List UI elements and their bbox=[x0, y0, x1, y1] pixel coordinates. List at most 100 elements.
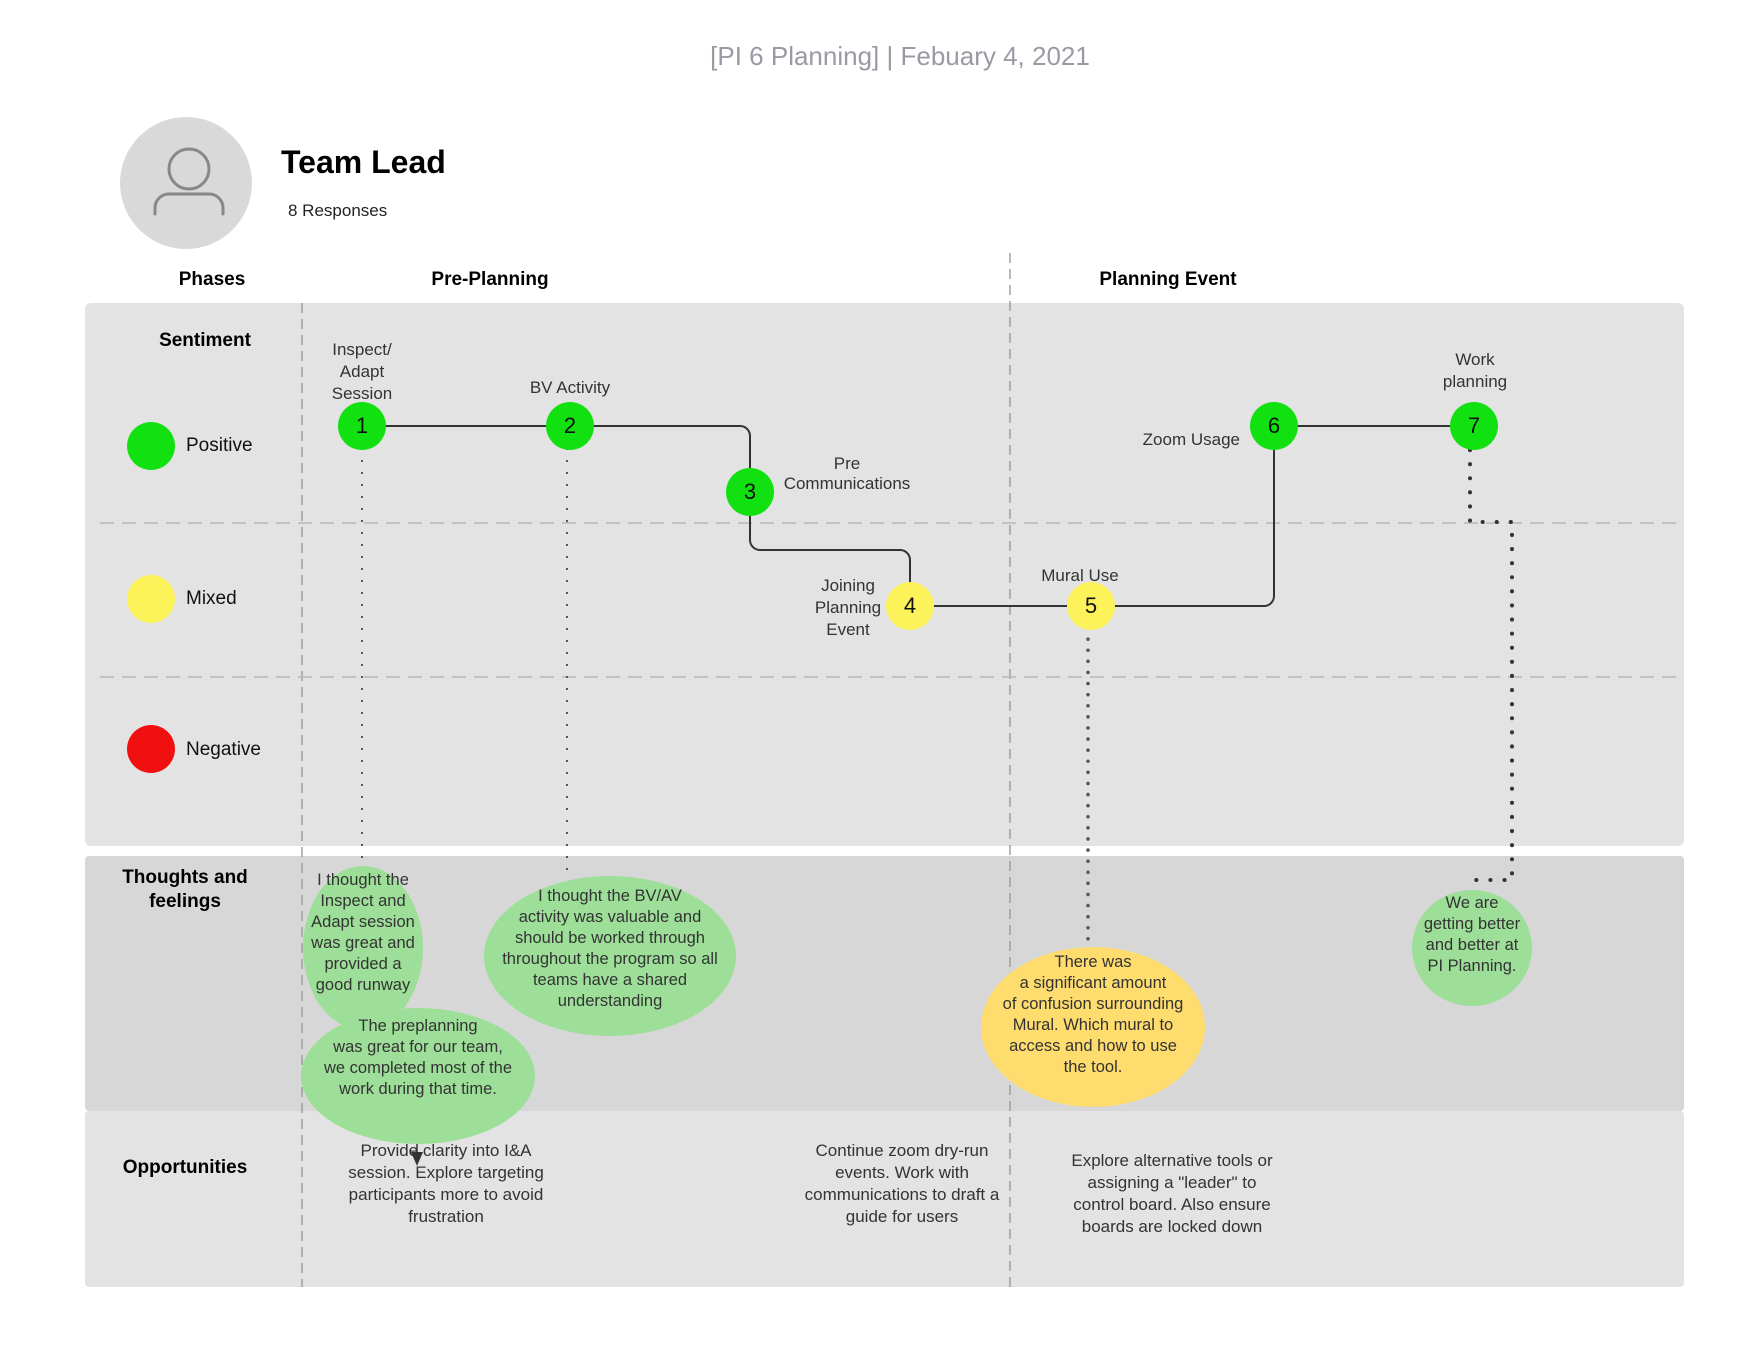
step-7-label: planning bbox=[1443, 372, 1507, 391]
thought-bubble-text: and better at bbox=[1426, 936, 1519, 954]
thought-bubble-shape bbox=[301, 1008, 535, 1144]
step-1-number: 1 bbox=[356, 413, 368, 438]
leader-line-7 bbox=[1468, 448, 1514, 882]
thought-bubble-text: I thought the BV/AV bbox=[538, 887, 682, 905]
thought-bubble-text: PI Planning. bbox=[1428, 957, 1517, 975]
step-3-label: Communications bbox=[784, 474, 911, 493]
thought-bubble-text: throughout the program so all bbox=[502, 950, 718, 968]
legend-mixed-label: Mixed bbox=[186, 588, 237, 609]
step-5: 5 Mural Use bbox=[1041, 566, 1119, 630]
step-1-label: Session bbox=[332, 384, 392, 403]
thought-bubble-text: we completed most of the bbox=[323, 1059, 512, 1077]
step-1-label: Adapt bbox=[340, 362, 385, 381]
step-7-label: Work bbox=[1455, 350, 1495, 369]
thought-bubble-text: of confusion surrounding bbox=[1003, 995, 1184, 1013]
step-5-marker bbox=[1067, 582, 1115, 630]
thought-bubble-text: There was bbox=[1054, 953, 1131, 971]
arrow-head bbox=[411, 1152, 423, 1166]
legend-mixed: Mixed bbox=[127, 575, 237, 623]
thought-bubble-text: was great for our team, bbox=[332, 1038, 503, 1056]
step-6-label: Zoom Usage bbox=[1143, 430, 1240, 449]
thought-bubble-text: a significant amount bbox=[1020, 974, 1167, 992]
opportunity-text: participants more to avoid bbox=[349, 1185, 544, 1204]
opportunity-text: assigning a "leader" to bbox=[1088, 1173, 1257, 1192]
response-count: 8 Responses bbox=[288, 201, 387, 220]
step-4-marker bbox=[886, 582, 934, 630]
page-title: [PI 6 Planning] | Febuary 4, 2021 bbox=[710, 41, 1090, 71]
thought-bubble-text: understanding bbox=[558, 992, 663, 1010]
thought-bubble-text: should be worked through bbox=[515, 929, 705, 947]
opportunities-label: Opportunities bbox=[123, 1157, 248, 1178]
step-4-label: Event bbox=[826, 620, 870, 639]
step-7: 7 Work planning bbox=[1443, 350, 1507, 450]
thought-bubble-text: Inspect and bbox=[320, 892, 405, 910]
step-3-number: 3 bbox=[744, 479, 756, 504]
legend-positive-label: Positive bbox=[186, 435, 253, 456]
thought-bubble-text: Adapt session bbox=[311, 913, 415, 931]
thought-bubble-text: activity was valuable and bbox=[519, 908, 702, 926]
opportunity-text: communications to draft a bbox=[805, 1185, 1000, 1204]
step-3-marker bbox=[726, 468, 774, 516]
step-2-label: BV Activity bbox=[530, 378, 611, 397]
legend-positive: Positive bbox=[127, 422, 253, 470]
phase-pre-planning: Pre-Planning bbox=[431, 269, 548, 290]
thought-bubble-text: the tool. bbox=[1064, 1058, 1123, 1076]
thought-bubble-shape bbox=[484, 876, 736, 1036]
thought-bubble-text: The preplanning bbox=[358, 1017, 477, 1035]
opportunity-text: frustration bbox=[408, 1207, 484, 1226]
avatar bbox=[120, 117, 252, 249]
phases-label: Phases bbox=[179, 269, 246, 290]
step-3-label: Pre bbox=[834, 454, 860, 473]
opportunity-text: Continue zoom dry-run bbox=[816, 1141, 989, 1160]
step-4-label: Joining bbox=[821, 576, 875, 595]
step-5-number: 5 bbox=[1085, 593, 1097, 618]
thought-bubble: We are getting better and better at PI Plan… bbox=[1412, 890, 1532, 1006]
opportunity-text: boards are locked down bbox=[1082, 1217, 1263, 1236]
opportunity-text: Provide clarity into I&A bbox=[360, 1141, 532, 1160]
legend-negative: Negative bbox=[127, 725, 261, 773]
step-1-marker bbox=[338, 402, 386, 450]
thought-bubble-text: We are bbox=[1446, 894, 1499, 912]
step-2-marker bbox=[546, 402, 594, 450]
thought-bubble-shape bbox=[981, 947, 1205, 1107]
thought-bubble-text: teams have a shared bbox=[533, 971, 687, 989]
thoughts-label-line: feelings bbox=[149, 891, 221, 912]
opportunity-text: session. Explore targeting bbox=[348, 1163, 544, 1182]
thought-bubble-text: work during that time. bbox=[338, 1080, 497, 1098]
step-2-number: 2 bbox=[564, 413, 576, 438]
step-7-number: 7 bbox=[1468, 413, 1480, 438]
thought-bubble-shape bbox=[1412, 890, 1532, 1006]
opportunity-item: Provide clarity into I&A session. Explore… bbox=[348, 1141, 544, 1226]
thought-bubble: The preplanning was great for our team, we… bbox=[301, 1008, 535, 1144]
thought-bubble-text: I thought the bbox=[317, 871, 409, 889]
step-5-label: Mural Use bbox=[1041, 566, 1118, 585]
thought-bubble-shape bbox=[303, 866, 423, 1030]
sentiment-label: Sentiment bbox=[159, 330, 252, 351]
step-2: 2 BV Activity bbox=[530, 378, 611, 450]
thought-bubble-text: getting better bbox=[1424, 915, 1521, 933]
step-6-number: 6 bbox=[1268, 413, 1280, 438]
thought-bubble-text: was great and bbox=[310, 934, 415, 952]
step-4-number: 4 bbox=[904, 593, 916, 618]
phase-planning-event: Planning Event bbox=[1099, 269, 1237, 290]
thought-bubble-text: Mural. Which mural to bbox=[1013, 1016, 1173, 1034]
persona-name: Team Lead bbox=[281, 144, 446, 180]
step-7-marker bbox=[1450, 402, 1498, 450]
legend-negative-label: Negative bbox=[186, 739, 261, 760]
thought-bubble-text: good runway bbox=[316, 976, 411, 994]
step-1-label: Inspect/ bbox=[332, 340, 392, 359]
step-4-label: Planning bbox=[815, 598, 881, 617]
opportunity-text: Explore alternative tools or bbox=[1071, 1151, 1273, 1170]
opportunity-text: control board. Also ensure bbox=[1073, 1195, 1271, 1214]
opportunity-text: guide for users bbox=[846, 1207, 958, 1226]
user-icon bbox=[153, 147, 225, 216]
thought-bubble-text: provided a bbox=[324, 955, 402, 973]
thought-bubble: I thought the BV/AV activity was valuable… bbox=[484, 876, 736, 1036]
